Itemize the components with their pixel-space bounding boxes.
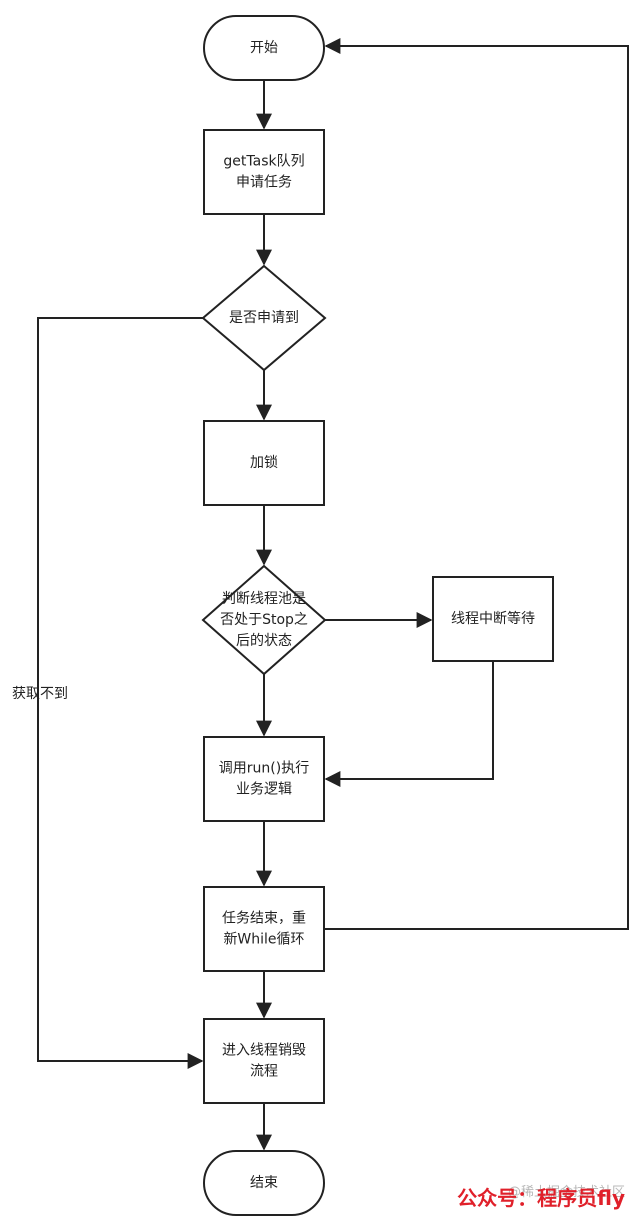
- decision-shape: [201, 564, 327, 676]
- node-interrupt: 线程中断等待: [432, 576, 554, 662]
- edge-task-end-to-start: [324, 38, 629, 930]
- decision-shape: [201, 264, 327, 372]
- node-lock: 加锁: [203, 420, 325, 506]
- node-label: 流程: [250, 1064, 278, 1080]
- terminator-shape: [203, 1150, 325, 1216]
- node-label: 后的状态: [236, 633, 292, 649]
- node-label: 开始: [250, 40, 278, 56]
- node-label: 线程中断等待: [451, 610, 535, 627]
- process-shape: [432, 576, 554, 662]
- node-end: 结束: [203, 1150, 325, 1216]
- node-label: 结束: [250, 1175, 278, 1191]
- node-start: 开始: [203, 15, 325, 81]
- node-label: 任务结束，重: [222, 911, 306, 927]
- edge-acquired-to-destroy: [37, 317, 204, 1069]
- node-label: 进入线程销毁: [222, 1043, 306, 1059]
- process-shape: [203, 129, 325, 215]
- watermark: @稀土掘金技术社区 公众号：程序员fly: [457, 1184, 625, 1210]
- process-shape: [203, 886, 325, 972]
- node-label: 业务逻辑: [236, 782, 292, 798]
- edges-layer: [37, 38, 629, 1151]
- edge-interrupt-to-run-task: [324, 661, 494, 787]
- node-label: 是否申请到: [229, 310, 299, 326]
- watermark-sub-text: @稀土掘金技术社区: [508, 1184, 625, 1200]
- node-label: 否处于Stop之: [220, 612, 308, 628]
- node-label: 判断线程池是: [222, 591, 306, 607]
- node-label: getTask队列: [223, 154, 304, 170]
- nodes-layer: 开始 getTask队列申请任务是否申请到加锁判断线程池是否处于Stop之后的状态…: [201, 15, 554, 1216]
- terminator-shape: [203, 15, 325, 81]
- node-label: 加锁: [250, 455, 278, 471]
- process-shape: [203, 736, 325, 822]
- process-shape: [203, 1018, 325, 1104]
- node-label: 新While循环: [223, 932, 304, 948]
- node-label: 申请任务: [236, 175, 292, 191]
- edge-label: 获取不到: [12, 686, 68, 702]
- node-acquired: 是否申请到: [201, 264, 327, 372]
- edge-labels-layer: 获取不到: [12, 686, 68, 702]
- watermark-main-text: 公众号：程序员fly: [457, 1186, 625, 1210]
- process-shape: [203, 420, 325, 506]
- node-label: 调用run()执行: [219, 761, 309, 777]
